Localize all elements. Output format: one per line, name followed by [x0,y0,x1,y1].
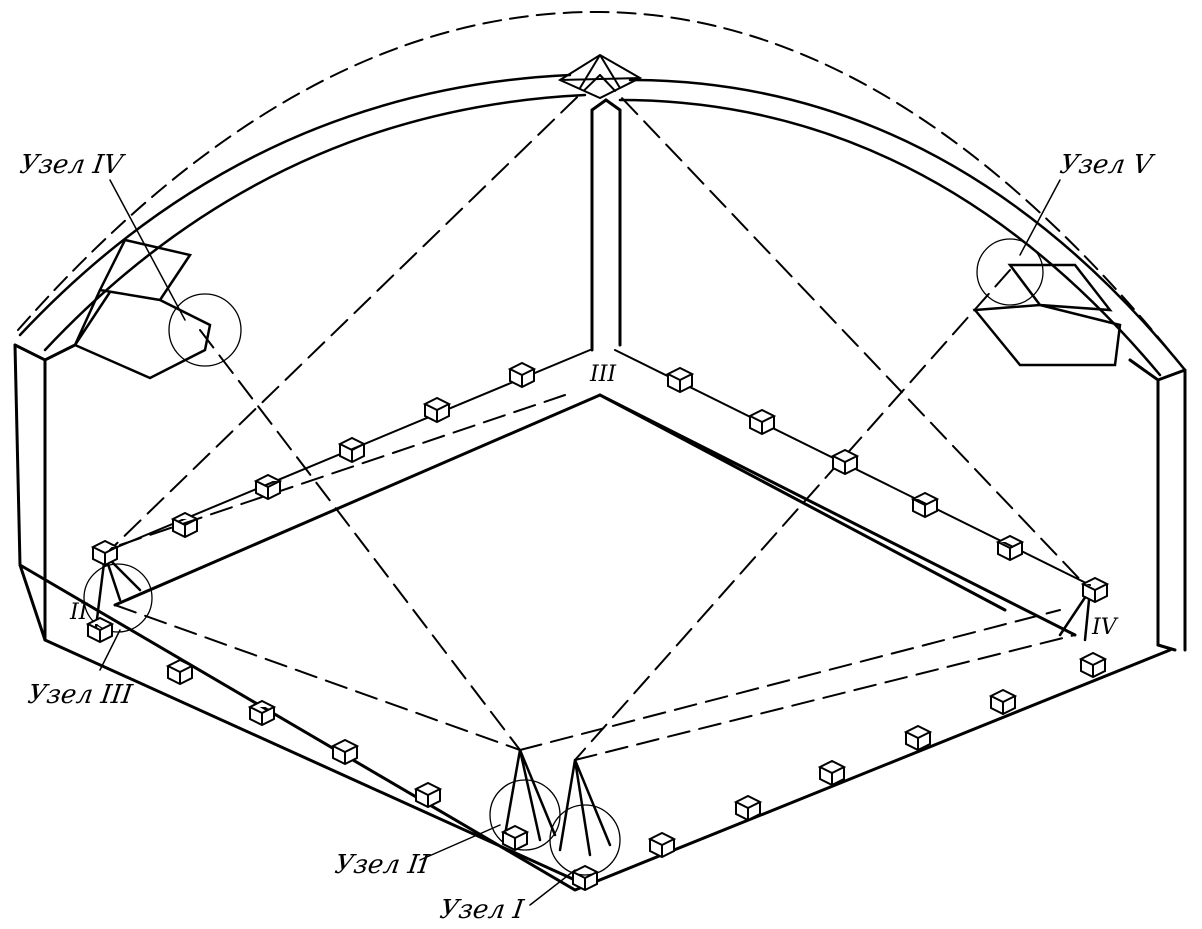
cube-marker [830,448,860,476]
cube-marker [337,436,367,464]
right-post [1128,358,1187,652]
cube-marker [570,864,600,892]
label-node-4: Узел IV [17,150,125,180]
cube-marker [903,724,933,752]
apex-node [557,53,643,100]
cube-marker [422,396,452,424]
cube-marker [507,361,537,389]
cube-marker [330,738,360,766]
point-mark-2: II [70,600,88,625]
cube-marker [665,366,695,394]
point-mark-4: IV [1092,615,1117,640]
cube-marker [817,759,847,787]
left-post [13,343,77,642]
survey-solid-lines [113,393,1077,637]
cube-marker [500,824,530,852]
cube-marker [85,616,115,644]
label-node-2: Узел II [332,850,431,880]
tripods [93,553,1092,857]
center-post [590,98,622,352]
cube-marker [247,699,277,727]
cube-marker [165,658,195,686]
cube-marker [1080,576,1110,604]
cube-marker [1078,651,1108,679]
cube-marker [647,831,677,859]
cube-marker [733,794,763,822]
node-circles [83,238,1044,876]
cube-marker [170,511,200,539]
slab-right [972,263,1122,367]
label-node-1: Узел I [437,895,526,925]
markers [85,361,1110,892]
slab-left [73,238,212,380]
cube-marker [413,781,443,809]
cube-marker [995,534,1025,562]
left-arch [18,73,587,352]
survey-dashed-lines [109,74,1091,761]
outer-dashed-arc [17,10,1186,371]
leader-lines [99,179,1061,906]
label-node-5: Узел V [1057,150,1155,180]
cube-marker [90,539,120,567]
cube-marker [253,473,283,501]
cube-marker [910,491,940,519]
point-mark-3: III [590,362,617,387]
right-arch [618,78,1187,377]
floor-edge [18,563,1177,892]
label-node-3: Узел III [25,680,135,710]
cube-marker [747,408,777,436]
cube-marker [988,688,1018,716]
